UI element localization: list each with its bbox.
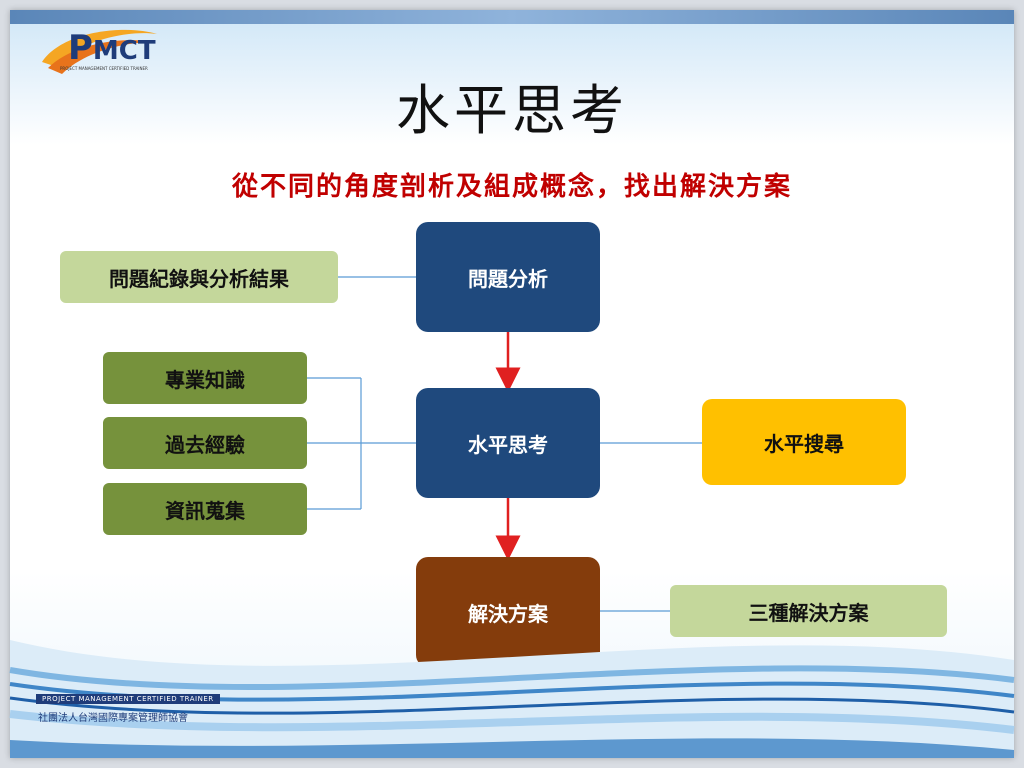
- node-experience: 過去經驗: [103, 417, 307, 469]
- node-solution: 解決方案: [416, 557, 600, 667]
- footer-org: 社團法人台灣國際專案管理師協會: [38, 713, 188, 724]
- node-lateral-search: 水平搜尋: [702, 399, 906, 485]
- node-info-gathering: 資訊蒐集: [103, 483, 307, 535]
- logo-brand: PMCT: [68, 28, 156, 68]
- decorative-waves: [9, 640, 1015, 758]
- node-problem-record: 問題紀錄與分析結果: [60, 251, 338, 303]
- footer-tag: PROJECT MANAGEMENT CERTIFIED TRAINER: [36, 694, 220, 704]
- page-subtitle: 從不同的角度剖析及組成概念，找出解決方案: [231, 172, 792, 202]
- logo-brand-rest: MCT: [92, 36, 156, 66]
- node-lateral-thinking: 水平思考: [416, 388, 600, 498]
- logo-brand-big: P: [68, 28, 93, 68]
- top-bar: [10, 10, 1014, 24]
- pmct-logo: [42, 29, 157, 74]
- page-title: 水平思考: [396, 79, 628, 142]
- logo-tagline: PROJECT MANAGEMENT CERTIFIED TRAINER: [60, 66, 148, 71]
- node-problem-analysis: 問題分析: [416, 222, 600, 332]
- node-expertise: 專業知識: [103, 352, 307, 404]
- node-three-solutions: 三種解決方案: [670, 585, 947, 637]
